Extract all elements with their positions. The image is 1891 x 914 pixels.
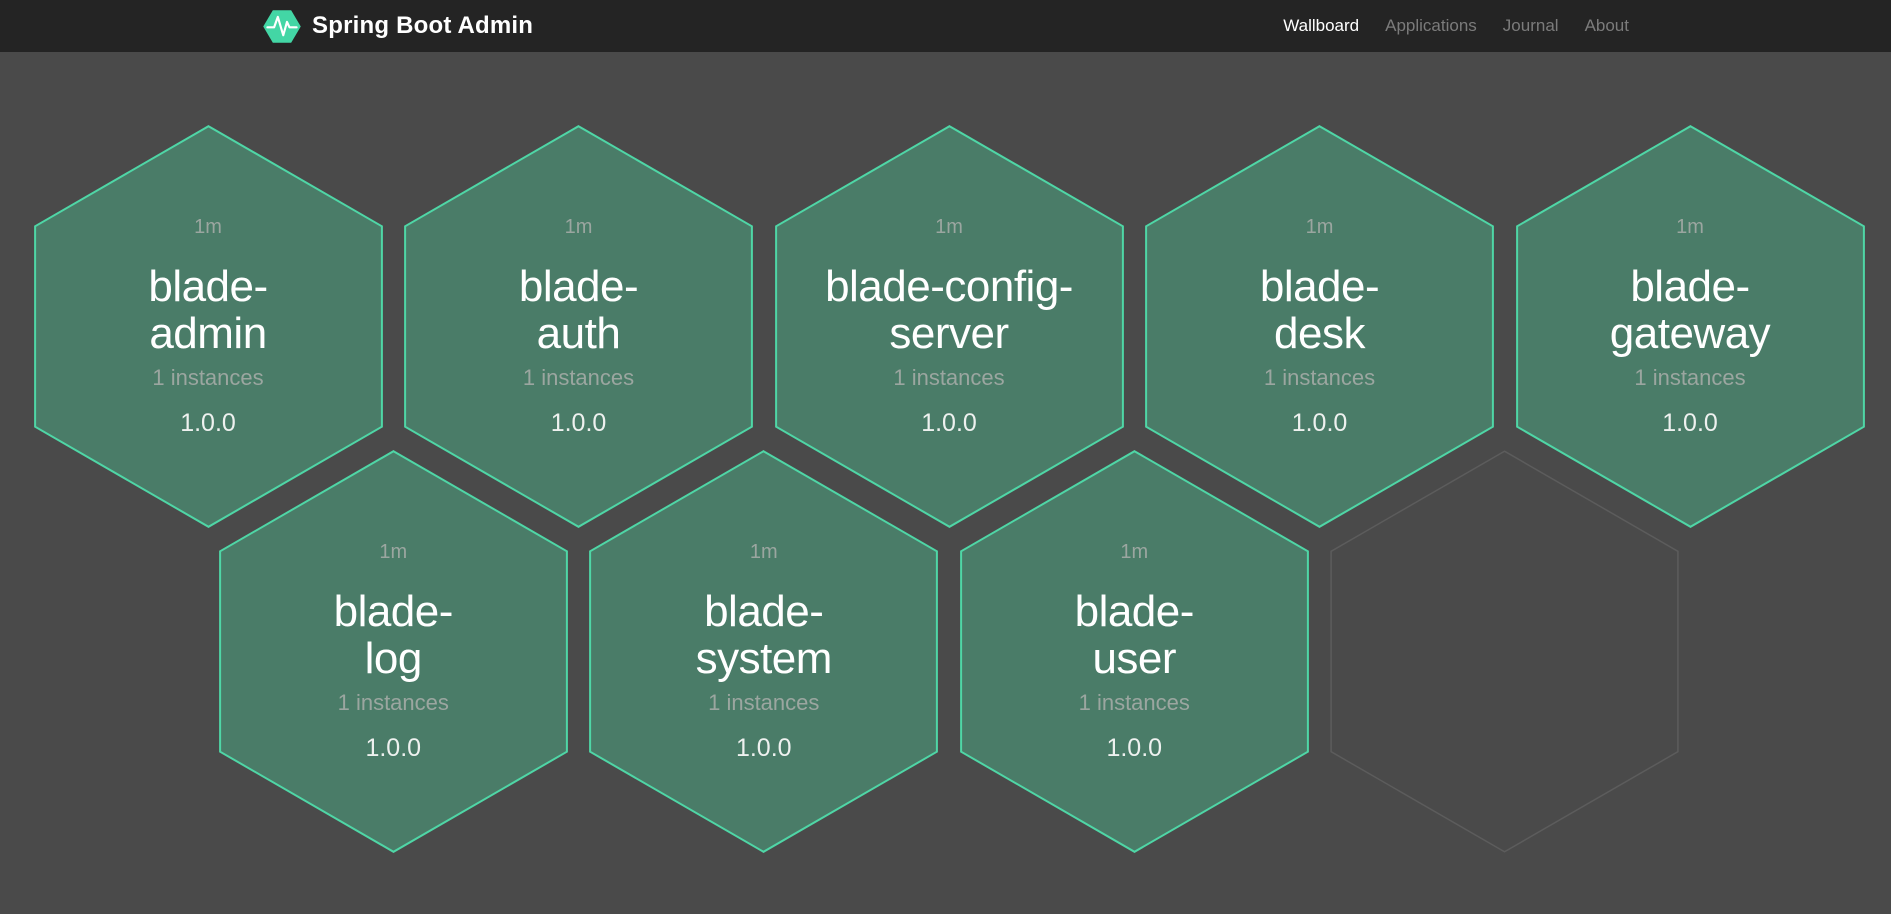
hexagon-shape <box>1515 125 1865 528</box>
hexagon-shape <box>589 449 939 853</box>
nav-item-about[interactable]: About <box>1584 16 1629 35</box>
top-navbar: Spring Boot Admin Wallboard Applications J… <box>0 0 1891 52</box>
nav-item-wallboard[interactable]: Wallboard <box>1283 16 1360 35</box>
hexagon-shape <box>33 125 383 528</box>
main-nav: Wallboard Applications Journal About <box>1283 16 1629 36</box>
hexagon-shape <box>1145 125 1494 528</box>
nav-item-applications[interactable]: Applications <box>1385 16 1477 35</box>
hexagon-shape <box>218 449 568 853</box>
hexagon-shape <box>774 125 1124 528</box>
hexagon-shape <box>1330 449 1679 853</box>
brand-title: Spring Boot Admin <box>312 12 534 39</box>
brand[interactable]: Spring Boot Admin <box>262 9 533 44</box>
hexagon-shape <box>959 449 1309 853</box>
nav-item-journal[interactable]: Journal <box>1502 16 1559 35</box>
hexagon-shape <box>404 125 753 528</box>
brand-logo-icon <box>263 9 301 43</box>
empty-hex-slot <box>1330 449 1679 853</box>
